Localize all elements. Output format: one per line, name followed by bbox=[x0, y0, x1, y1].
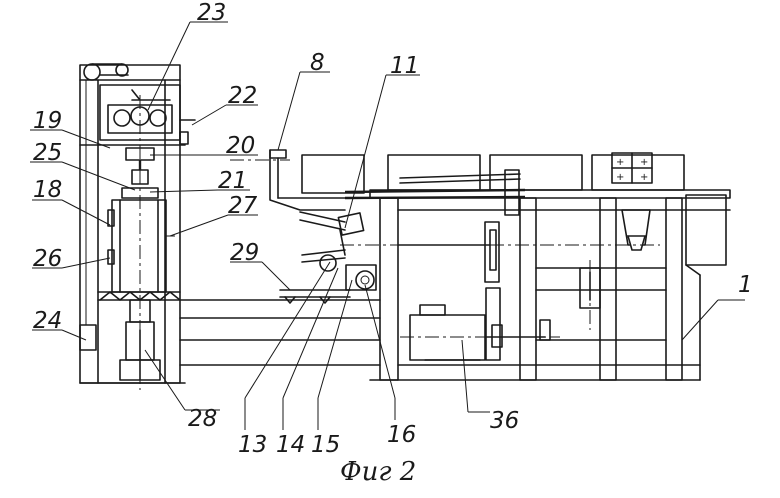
label-19: 19 bbox=[33, 108, 62, 134]
chute-assembly bbox=[279, 211, 377, 304]
label-20: 20 bbox=[226, 133, 255, 159]
label-29: 29 bbox=[230, 240, 259, 266]
label-13: 13 bbox=[238, 432, 267, 458]
label-18: 18 bbox=[33, 177, 62, 203]
label-23: 23 bbox=[197, 0, 226, 26]
label-14: 14 bbox=[276, 432, 305, 458]
label-8: 8 bbox=[310, 50, 325, 76]
label-22: 22 bbox=[228, 83, 257, 109]
label-16: 16 bbox=[387, 422, 416, 448]
svg-text:+: + bbox=[616, 157, 624, 168]
label-25: 25 bbox=[33, 140, 62, 166]
label-11: 11 bbox=[390, 53, 419, 79]
label-1: 1 bbox=[738, 272, 753, 298]
label-28: 28 bbox=[188, 406, 217, 432]
rails bbox=[179, 299, 381, 366]
svg-text:+: + bbox=[640, 172, 648, 183]
svg-text:+: + bbox=[640, 157, 648, 168]
label-26: 26 bbox=[33, 246, 62, 272]
label-21: 21 bbox=[218, 168, 247, 194]
label-27: 27 bbox=[228, 193, 258, 219]
left-tower bbox=[79, 63, 196, 384]
center-lines bbox=[139, 95, 660, 390]
label-24: 24 bbox=[33, 308, 62, 334]
label-15: 15 bbox=[311, 432, 340, 458]
label-36: 36 bbox=[490, 408, 519, 434]
reference-labels: 23 22 19 20 25 21 18 27 26 24 28 8 11 29… bbox=[33, 0, 753, 458]
svg-text:+: + bbox=[616, 172, 624, 183]
leader-lines bbox=[30, 21, 745, 430]
main-frame: + + + + bbox=[301, 152, 731, 381]
figure-caption: Фиг 2 bbox=[340, 457, 416, 487]
motor bbox=[409, 304, 546, 361]
